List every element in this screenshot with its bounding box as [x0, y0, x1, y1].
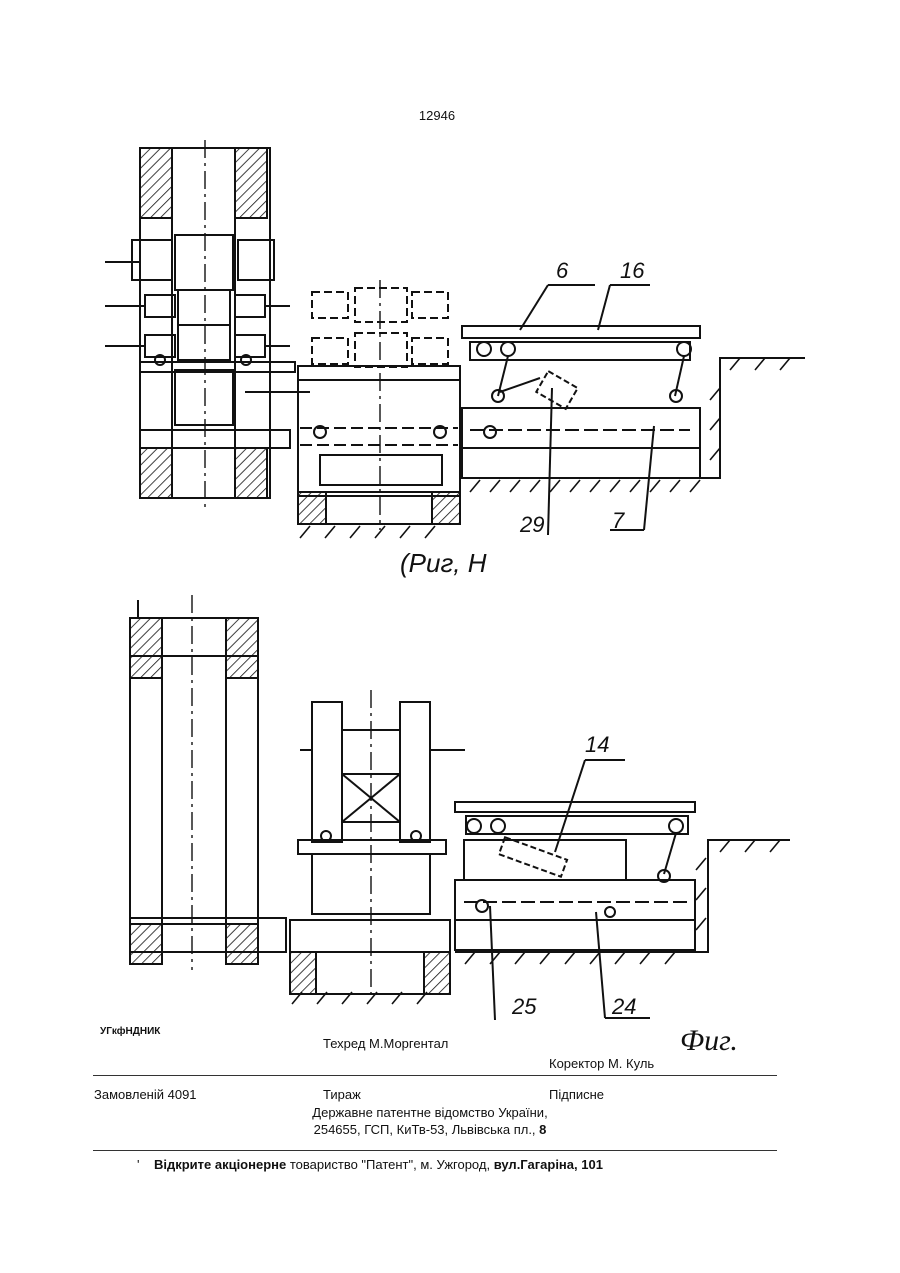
patent-office-address: Державне патентне відомство України, 254… — [0, 1104, 860, 1138]
circulation-label: Тираж — [323, 1087, 361, 1102]
figure-bottom-drawing: 14 25 24 — [0, 590, 900, 1030]
compiler-label: УГкфНДНИК — [100, 1026, 160, 1037]
office-line-2-text: 254655, ГСП, КиТв-53, Львівська пл., — [314, 1122, 540, 1137]
figure-top-caption: (Риг, Н — [400, 548, 487, 579]
divider-top — [93, 1075, 777, 1076]
office-line-2-bold: 8 — [539, 1122, 546, 1137]
publisher-footer: ' Відкрите акціонерне товариство "Патент… — [137, 1157, 603, 1172]
divider-bottom — [93, 1150, 777, 1151]
footer-mark: ' — [137, 1157, 139, 1172]
office-line-1: Державне патентне відомство України, — [0, 1104, 860, 1121]
page-number: 12946 — [0, 108, 874, 123]
footer-bold-1: Відкрите акціонерне — [154, 1157, 286, 1172]
label-16: 16 — [620, 258, 645, 283]
footer-bold-2: вул.Гагаріна, 101 — [494, 1157, 603, 1172]
figure-bottom-caption: Фиг. — [680, 1024, 738, 1058]
figure-top-drawing: 6 16 29 7 — [0, 130, 900, 550]
order-number: Замовленій 4091 — [94, 1087, 197, 1102]
label-6: 6 — [556, 258, 569, 283]
label-14: 14 — [585, 732, 609, 757]
subscription-label: Підписне — [549, 1087, 604, 1102]
techred-label: Техред М.Моргентал — [323, 1036, 448, 1051]
label-24: 24 — [611, 994, 636, 1019]
office-line-2: 254655, ГСП, КиТв-53, Львівська пл., 8 — [0, 1121, 860, 1138]
label-7: 7 — [612, 508, 625, 533]
label-29: 29 — [519, 512, 544, 537]
corrector-label: Коректор М. Куль — [549, 1056, 654, 1071]
footer-normal: товариство "Патент", м. Ужгород, — [286, 1157, 493, 1172]
label-25: 25 — [511, 994, 537, 1019]
